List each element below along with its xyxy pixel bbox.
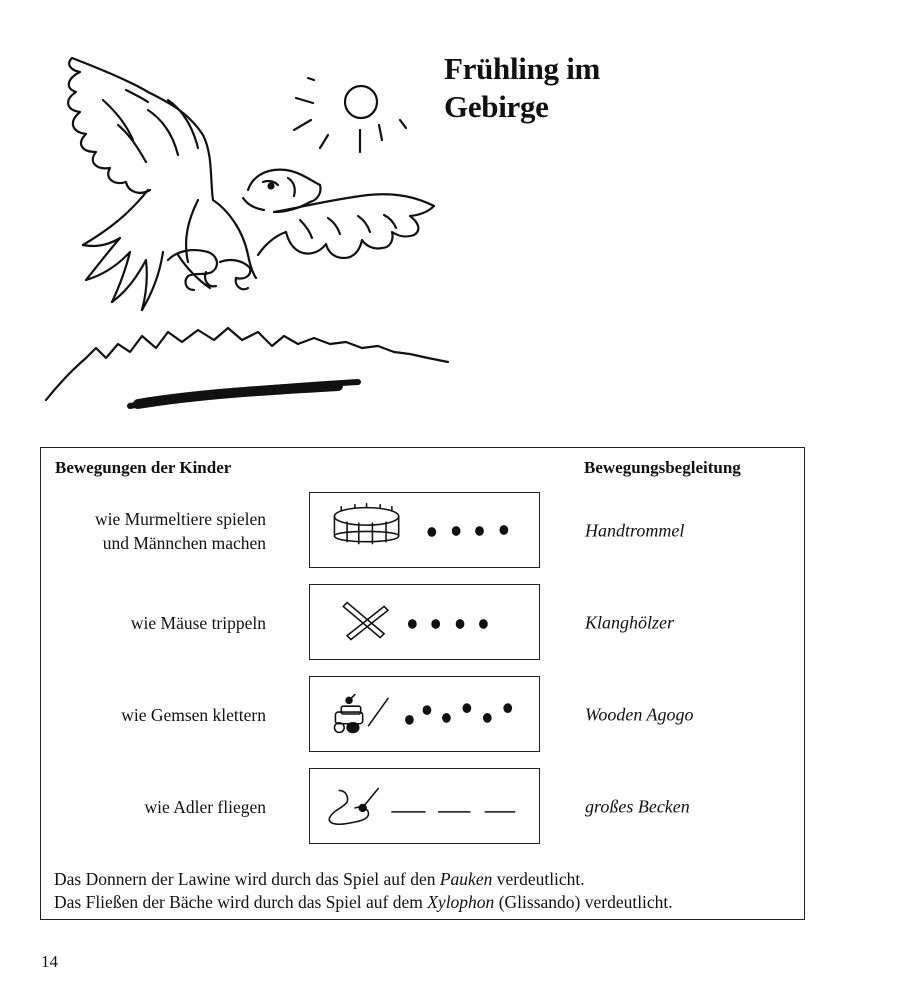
claves-icon bbox=[342, 601, 488, 641]
symbol-box bbox=[309, 492, 540, 568]
title-line-1: Frühling im bbox=[444, 51, 601, 86]
table-row: wie Gemsen klettern Wooden Agogo bbox=[41, 676, 804, 754]
movement-text: wie Gemsen klettern bbox=[121, 705, 266, 725]
header-movements: Bewegungen der Kinder bbox=[55, 458, 232, 477]
cymbal-icon bbox=[328, 787, 516, 826]
mountains-icon bbox=[44, 326, 450, 409]
movement-text: wie Murmeltiere spielen und Männchen mac… bbox=[94, 509, 266, 553]
symbol-box bbox=[309, 676, 540, 752]
eagle-icon bbox=[67, 56, 436, 312]
table-row: wie Murmeltiere spielen und Männchen mac… bbox=[41, 492, 804, 570]
instrument-name: großes Becken bbox=[585, 796, 690, 817]
page-number: 14 bbox=[41, 952, 58, 971]
title-line-2: Gebirge bbox=[444, 89, 549, 124]
symbol-box bbox=[309, 768, 540, 844]
wooden-agogo-icon bbox=[333, 693, 513, 734]
notes: Das Donnern der Lawine wird durch das Sp… bbox=[54, 868, 673, 914]
header-accompaniment: Bewegungsbegleitung bbox=[584, 458, 741, 477]
eagle-illustration bbox=[38, 40, 458, 420]
table-row: wie Adler fliegen großes Becken bbox=[41, 768, 804, 846]
note-streams: Das Fließen der Bäche wird durch das Spi… bbox=[54, 892, 673, 912]
hand-drum-icon bbox=[333, 502, 509, 545]
page-title: Frühling im Gebirge bbox=[444, 50, 600, 126]
instrument-name: Wooden Agogo bbox=[585, 704, 694, 725]
movement-table: Bewegungen der Kinder Bewegungsbegleitun… bbox=[40, 447, 805, 920]
sun-icon bbox=[292, 76, 408, 154]
movement-text: wie Mäuse trippeln bbox=[130, 613, 266, 633]
instrument-name: Handtrommel bbox=[585, 520, 685, 541]
instrument-name: Klanghölzer bbox=[585, 612, 675, 633]
symbol-box bbox=[309, 584, 540, 660]
movement-text: wie Adler fliegen bbox=[144, 797, 266, 817]
note-avalanche: Das Donnern der Lawine wird durch das Sp… bbox=[54, 869, 585, 889]
table-row: wie Mäuse trippeln Klanghölzer bbox=[41, 584, 804, 662]
